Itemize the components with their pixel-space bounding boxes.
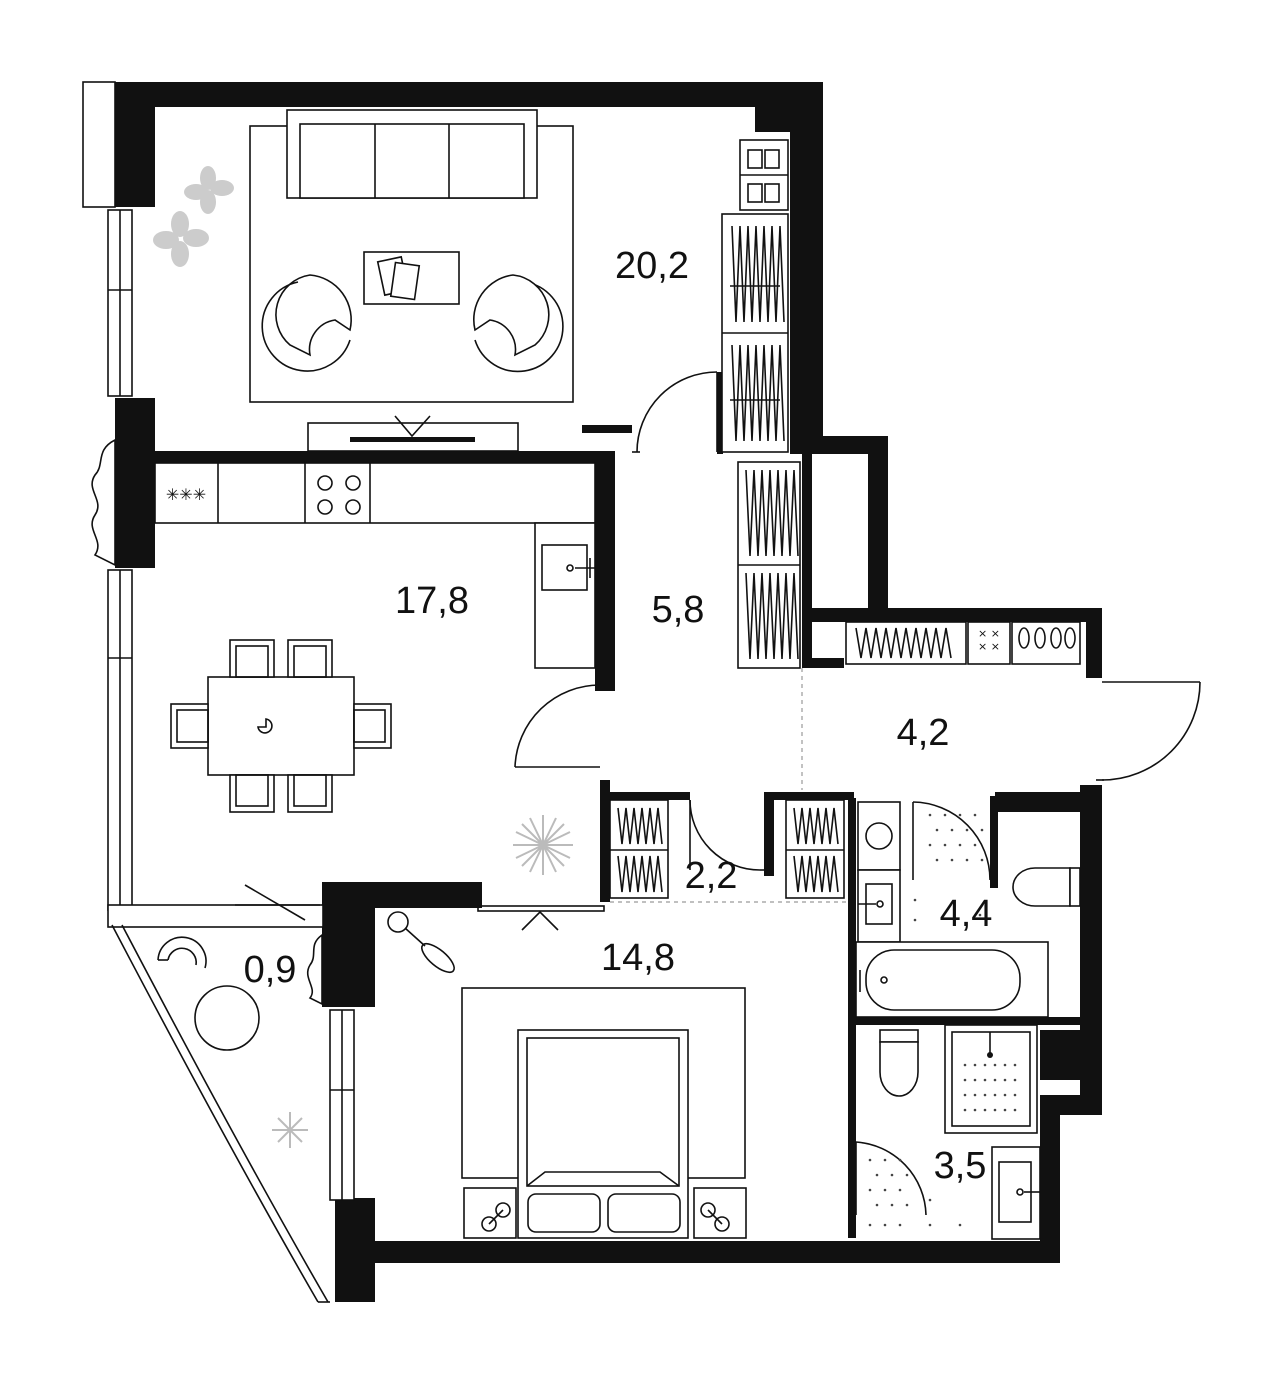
- door-icon: [632, 371, 718, 453]
- washing-machine-icon: [857, 801, 901, 871]
- plant-icon: [513, 815, 573, 875]
- lamp-icon: [387, 911, 455, 974]
- kitchen-counter-icon: ✳✳✳: [154, 462, 596, 669]
- room-area-balcony: 0,9: [244, 949, 297, 991]
- kitchen-furniture: ✳✳✳: [154, 462, 601, 875]
- sofa-icon: [286, 109, 538, 199]
- stove-icon: [317, 475, 361, 515]
- wardrobe-icon: [609, 799, 845, 899]
- bathroom-furniture: [855, 801, 1081, 1018]
- room-labels: 20,2 17,8 5,8 4,2 2,2 4,4 0,9 14,8 3,5: [244, 245, 993, 1187]
- plant-icon: [153, 166, 234, 267]
- door-icon: [689, 799, 766, 871]
- wardrobe-icon: [845, 621, 967, 665]
- hallway-furniture: [737, 461, 803, 790]
- sliding-door-icon: [477, 905, 605, 931]
- shoe-rack-icon: [739, 139, 789, 211]
- svg-text:× ×: × ×: [978, 627, 1000, 640]
- door-icon: [514, 684, 601, 768]
- shoe-rack-icon: × × × ×: [967, 621, 1081, 665]
- tv-stand-icon: [307, 415, 519, 452]
- corridor-furniture: [609, 799, 848, 903]
- door-icon: [235, 884, 320, 921]
- armchair-icon: [472, 274, 564, 373]
- toilet-icon: [1012, 867, 1081, 907]
- windows: [82, 81, 355, 1303]
- bathtub-icon: [855, 941, 1049, 1018]
- room-area-entrance-hall: 4,2: [897, 712, 950, 754]
- room-area-bathroom: 4,4: [940, 893, 993, 935]
- walls: [115, 82, 1102, 1302]
- svg-text:× ×: × ×: [978, 640, 1000, 653]
- radiator-icon: [91, 438, 116, 567]
- living-room-furniture: [153, 109, 789, 453]
- plant-icon: [272, 1112, 308, 1148]
- dining-table-icon: [207, 676, 355, 776]
- wardrobe-icon: [721, 213, 789, 453]
- coffee-table-icon: [363, 251, 460, 305]
- armchair-icon: [261, 274, 352, 372]
- sink-icon: [541, 544, 595, 591]
- balcony-furniture: [157, 884, 320, 1148]
- room-area-toilet-room: 3,5: [934, 1145, 987, 1187]
- floor-pattern: [868, 1158, 962, 1227]
- room-area-corridor: 2,2: [685, 855, 738, 897]
- room-area-kitchen-dining: 17,8: [395, 580, 469, 622]
- bedroom-furniture: [387, 905, 747, 1239]
- floor-pattern: [913, 813, 984, 922]
- sink-icon: [991, 1146, 1041, 1240]
- door-icon: [1096, 681, 1201, 781]
- toilet-room-furniture: [855, 1024, 1041, 1240]
- chair-icon: [170, 639, 392, 813]
- shower-icon: [944, 1024, 1038, 1134]
- sink-icon: [857, 869, 901, 943]
- table-icon: [194, 985, 260, 1051]
- toilet-icon: [879, 1029, 919, 1097]
- room-area-living-room: 20,2: [615, 245, 689, 287]
- bed-icon: [517, 1029, 689, 1239]
- armchair-icon: [157, 936, 207, 969]
- nightstand-icon: [463, 1187, 747, 1239]
- svg-text:✳✳✳: ✳✳✳: [166, 485, 206, 504]
- radiator-icon: [306, 933, 323, 1006]
- door-icon: [912, 801, 991, 881]
- entrance-furniture: × × × ×: [845, 621, 1201, 781]
- wardrobe-icon: [737, 461, 801, 669]
- door-icon: [855, 1141, 927, 1216]
- window-icon: [82, 81, 116, 208]
- room-area-hallway: 5,8: [652, 589, 705, 631]
- room-area-bedroom: 14,8: [601, 937, 675, 979]
